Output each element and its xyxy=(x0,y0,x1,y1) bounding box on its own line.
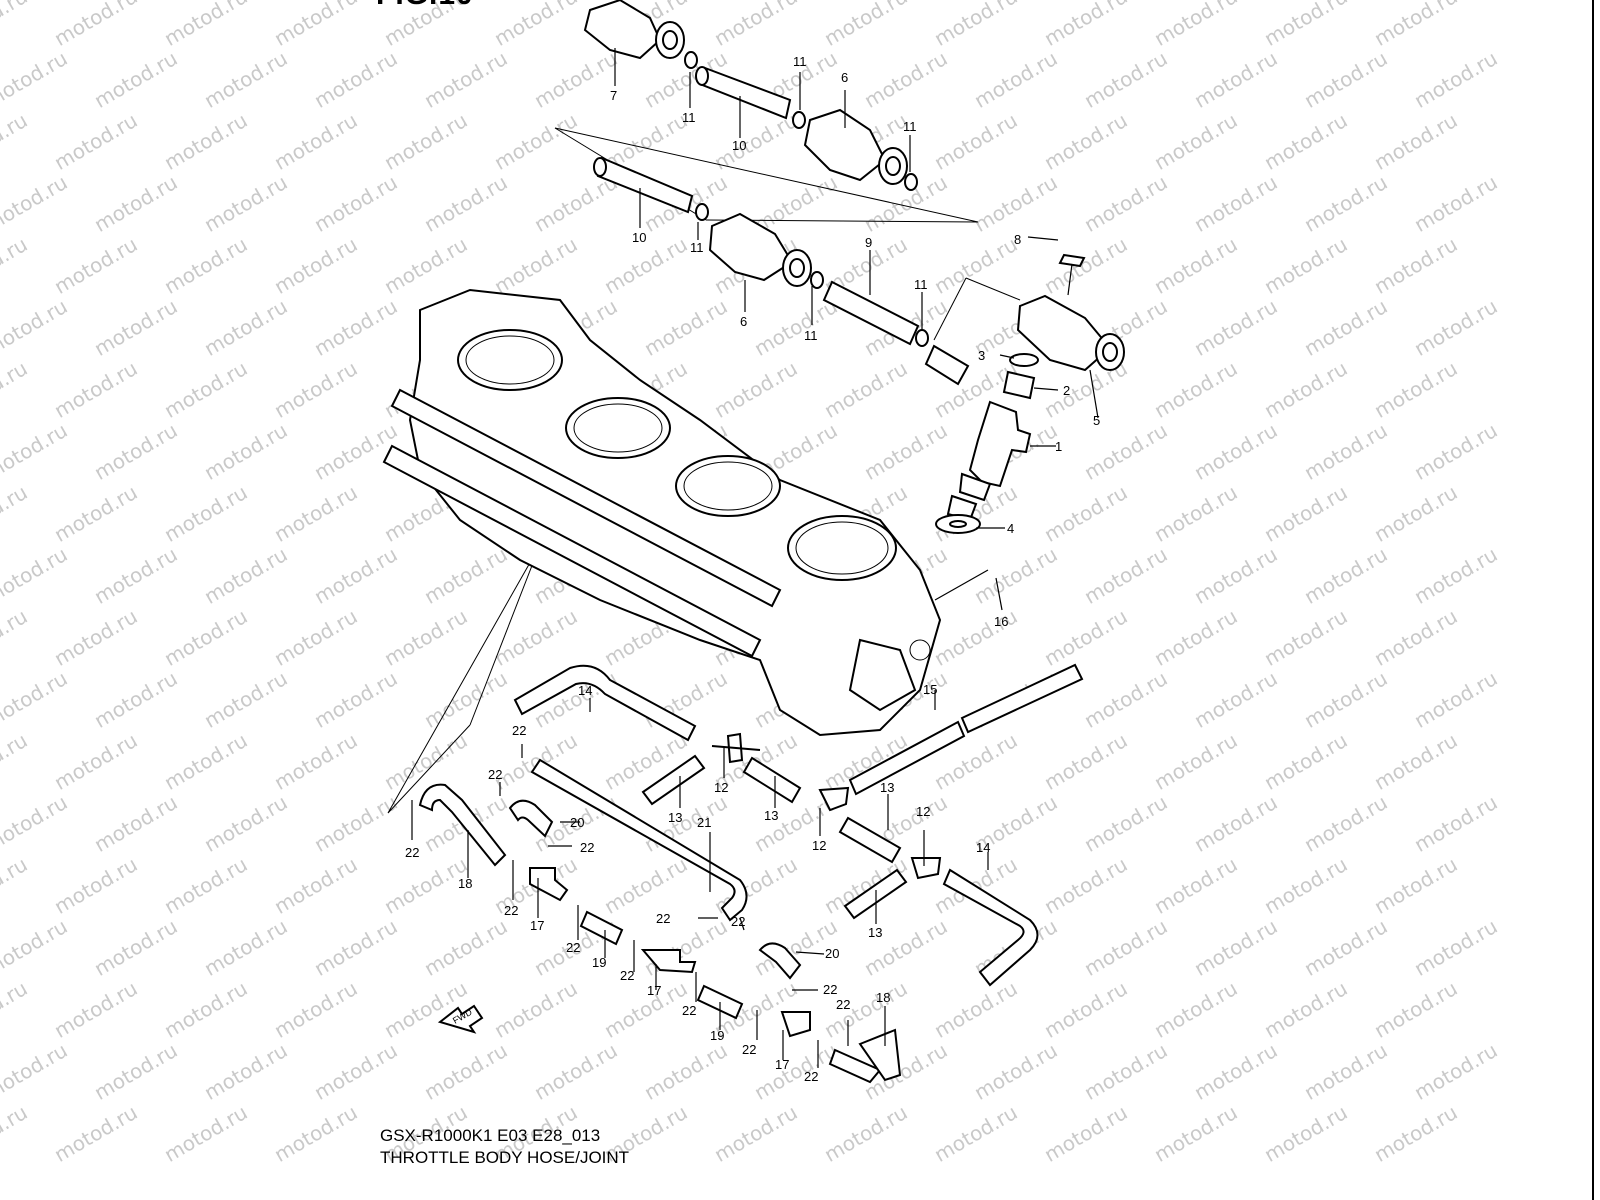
vacuum-joints-hoses xyxy=(530,663,1084,987)
callout-label: 15 xyxy=(923,682,937,697)
fwd-arrow-icon: FWD xyxy=(437,1004,484,1034)
callout-label: 4 xyxy=(1007,521,1014,536)
callout-label: 20 xyxy=(825,946,839,961)
callout-label: 12 xyxy=(812,838,826,853)
callout-label: 1 xyxy=(1055,439,1062,454)
callout-labels: 1 2 3 4 5 6 6 7 8 9 10 10 11 11 11 11 11… xyxy=(405,54,1100,1084)
callout-label: 11 xyxy=(903,119,917,134)
callout-label: 22 xyxy=(804,1069,818,1084)
leader-lines xyxy=(411,48,1099,1068)
callout-label: 2 xyxy=(1063,383,1070,398)
callout-label: 10 xyxy=(632,230,646,245)
callout-label: 7 xyxy=(610,88,617,103)
callout-label: 22 xyxy=(620,968,634,983)
throttle-body xyxy=(382,288,942,737)
callout-label: 3 xyxy=(978,348,985,363)
callout-label: 22 xyxy=(823,982,837,997)
callout-label: 14 xyxy=(976,840,990,855)
callout-label: 22 xyxy=(742,1042,756,1057)
callout-label: 10 xyxy=(732,138,746,153)
fuel-injector xyxy=(935,353,1039,534)
figure-title: FIG.10 xyxy=(376,0,474,12)
callout-label: 9 xyxy=(865,235,872,250)
callout-label: 18 xyxy=(876,990,890,1005)
callout-label: 22 xyxy=(405,845,419,860)
callout-label: 14 xyxy=(578,683,592,698)
callout-label: 13 xyxy=(868,925,882,940)
callout-label: 17 xyxy=(530,918,544,933)
callout-label: 13 xyxy=(880,780,894,795)
callout-label: 22 xyxy=(731,914,745,929)
callout-label: 11 xyxy=(690,240,704,255)
callout-label: 11 xyxy=(914,277,928,292)
callout-label: 18 xyxy=(458,876,472,891)
right-border xyxy=(1592,0,1594,1200)
callout-label: 17 xyxy=(647,983,661,998)
callout-label: 16 xyxy=(994,614,1008,629)
callout-label: 22 xyxy=(836,997,850,1012)
callout-label: 13 xyxy=(764,808,778,823)
callout-label: 13 xyxy=(668,810,682,825)
bolt xyxy=(1058,253,1086,296)
model-code-caption: GSX-R1000K1 E03 E28_013 xyxy=(380,1126,601,1145)
callout-label: 19 xyxy=(592,955,606,970)
callout-label: 8 xyxy=(1014,232,1021,247)
callout-label: 22 xyxy=(566,940,580,955)
assembly-name-caption: THROTTLE BODY HOSE/JOINT xyxy=(380,1148,630,1167)
callout-label: 21 xyxy=(697,815,711,830)
callout-label: 12 xyxy=(714,780,728,795)
callout-label: 11 xyxy=(682,110,696,125)
callout-label: 22 xyxy=(512,723,526,738)
callout-label: 6 xyxy=(841,70,848,85)
callout-label: 6 xyxy=(740,314,747,329)
callout-label: 5 xyxy=(1093,413,1100,428)
callout-label: 22 xyxy=(656,911,670,926)
fuel-delivery-pipe-upper xyxy=(583,0,918,191)
callout-label: 22 xyxy=(682,1003,696,1018)
callout-label: 22 xyxy=(580,840,594,855)
callout-label: 17 xyxy=(775,1057,789,1072)
callout-label: 22 xyxy=(504,903,518,918)
callout-label: 19 xyxy=(710,1028,724,1043)
callout-label: 11 xyxy=(804,328,818,343)
callout-label: 20 xyxy=(570,815,584,830)
callout-label: 22 xyxy=(488,767,502,782)
lower-hose-assembly xyxy=(418,783,902,1084)
fuel-delivery-pipe-lower xyxy=(593,156,1125,386)
hose-upper-14 xyxy=(513,664,697,742)
callout-label: 12 xyxy=(916,804,930,819)
callout-label: 11 xyxy=(793,54,807,69)
